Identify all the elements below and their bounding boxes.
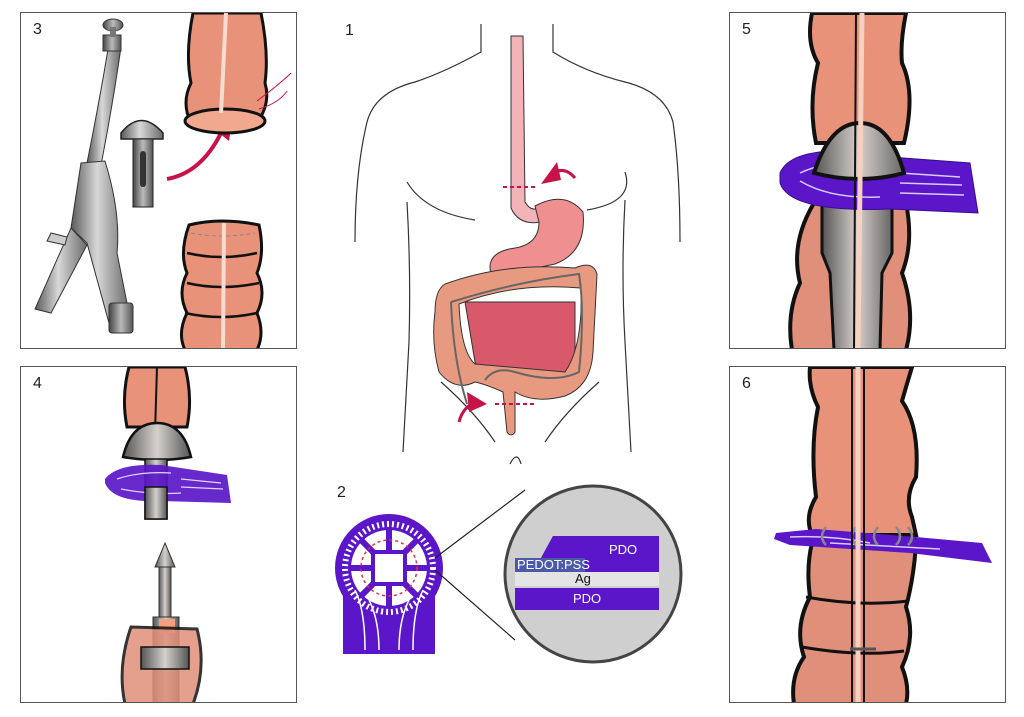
panel-4-art	[105, 367, 231, 702]
panel-label-6: 6	[742, 375, 751, 392]
layer-ag	[515, 572, 659, 586]
anvil-head	[121, 421, 193, 462]
esophagus	[510, 35, 542, 224]
cut-line-esophagus	[503, 162, 577, 188]
panel-4: 4	[20, 366, 297, 703]
circular-stapler	[34, 18, 134, 334]
colon-midline	[855, 13, 865, 348]
panel-5-art	[779, 13, 979, 348]
electrode-device-top-view	[335, 514, 443, 654]
staples	[820, 526, 914, 546]
colon-electrode-line	[450, 272, 583, 405]
panel-label-2: 2	[337, 484, 346, 501]
panel-label-1: 1	[345, 22, 354, 39]
anvil	[120, 119, 164, 208]
insertion-arrow	[166, 132, 223, 181]
distal-colon-segment	[180, 219, 264, 348]
panel-2: 2 PEDOT:PSS PDO Ag PDO	[335, 480, 715, 680]
electrode-traces	[789, 535, 941, 550]
panel-5: 5	[729, 12, 1006, 349]
cut-line-rectum	[457, 392, 535, 423]
layer-pdo-bottom	[515, 588, 659, 610]
panel-2-art	[335, 484, 683, 664]
electrode-device	[105, 464, 231, 503]
magnifier-line-bottom	[434, 569, 516, 641]
panel-3-art	[34, 13, 292, 348]
panel-1: 1	[335, 12, 715, 477]
panel-label-4: 4	[33, 375, 42, 392]
layer-label-ag: Ag	[575, 571, 591, 586]
proximal-colon	[806, 367, 919, 537]
panel-1-art	[354, 24, 681, 465]
colon	[433, 264, 598, 436]
panel-6: 6	[729, 366, 1006, 703]
panel-label-3: 3	[33, 21, 42, 38]
panel-3: 3	[20, 12, 297, 349]
layer-label-pdo-top: PDO	[609, 542, 638, 557]
panel-label-5: 5	[742, 21, 751, 38]
layer-pedot-pss	[515, 558, 585, 572]
panel-6-art	[774, 367, 992, 702]
layer-label-pdo-bottom: PDO	[573, 591, 602, 606]
layer-label-pedot-pss: PEDOT:PSS	[517, 557, 590, 572]
distal-colon	[791, 541, 919, 702]
torso-outline	[354, 24, 681, 465]
magnifier-line-top	[434, 489, 526, 559]
proximal-colon-segment	[183, 13, 292, 135]
